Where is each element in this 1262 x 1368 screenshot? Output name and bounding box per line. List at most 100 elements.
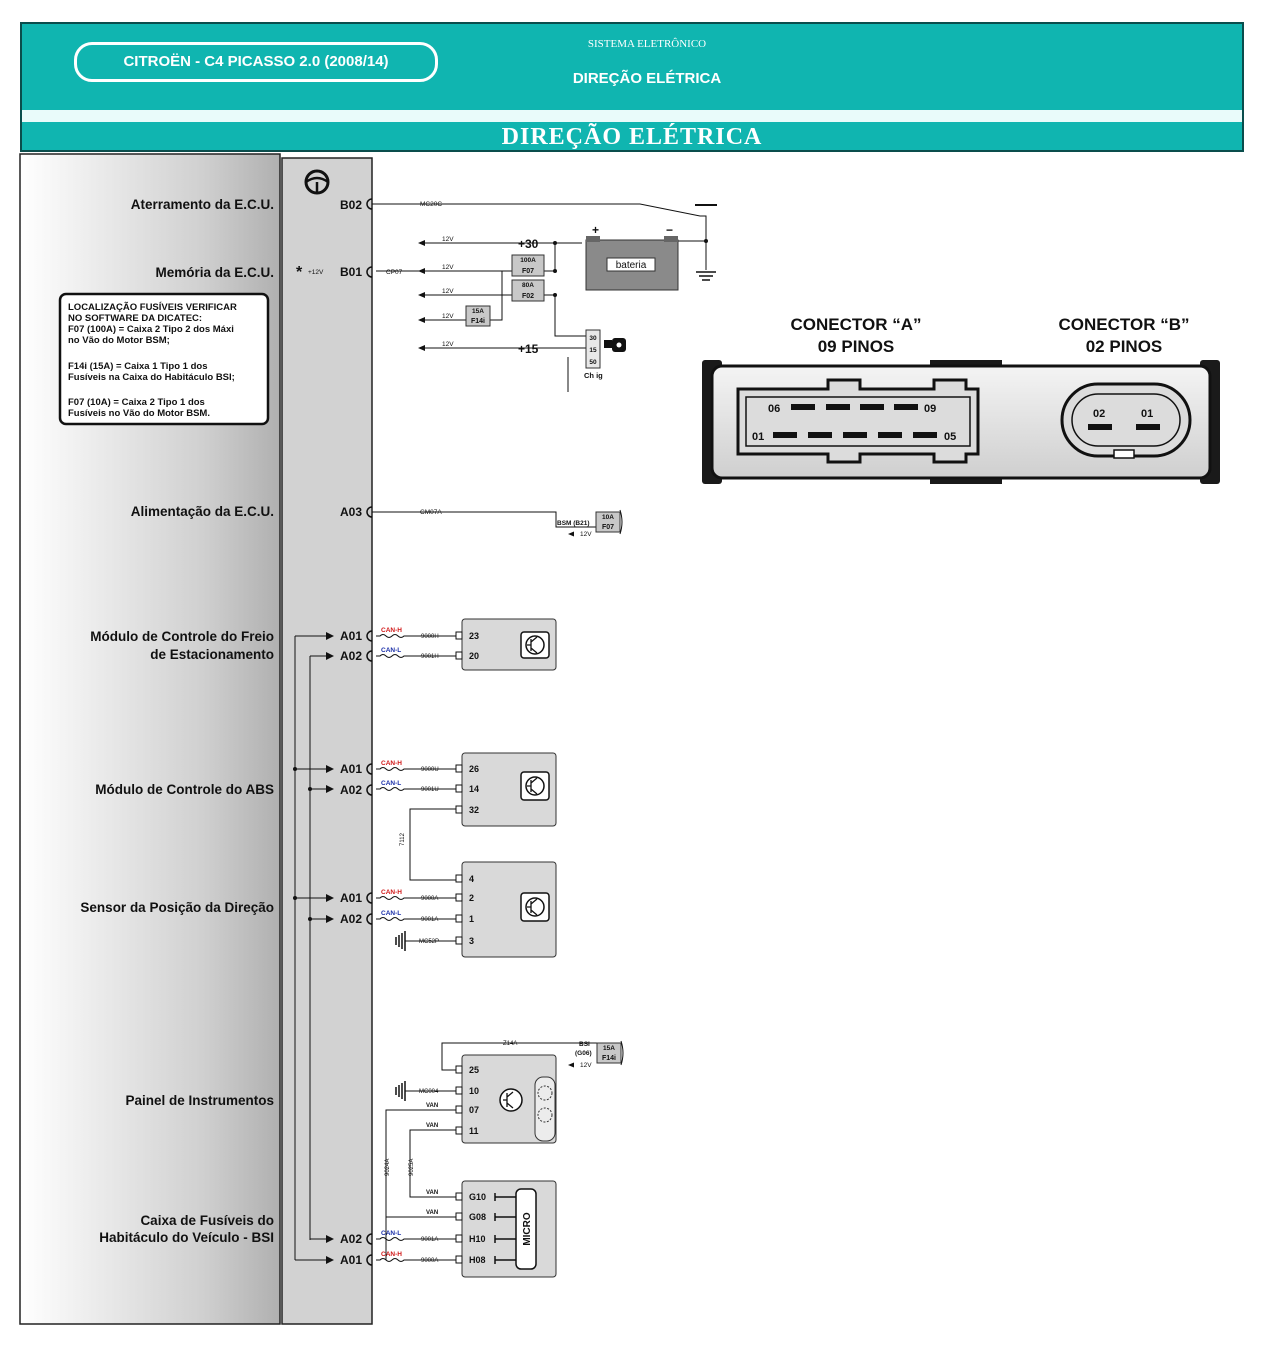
wire-cm07a: CM07A <box>420 509 442 516</box>
supply-12v: 12V <box>442 264 454 271</box>
switch-terminal: 30 <box>589 335 597 342</box>
bsi-label: BSI <box>579 1041 590 1048</box>
module-pin: 1 <box>469 914 474 924</box>
fuse-rating: 100A <box>520 257 536 264</box>
fuse-note-line: Fusíveis no Vão do Motor BSM. <box>68 408 210 419</box>
fuse-note-line: F14i (15A) = Caixa 1 Tipo 1 dos <box>68 361 207 372</box>
connector-a-pin: 05 <box>944 431 956 443</box>
connector-a-pin: 06 <box>768 403 780 415</box>
fuse-id: F07 <box>522 268 534 275</box>
can-l-label: CAN-L <box>381 647 401 654</box>
module-pin: 10 <box>469 1086 479 1096</box>
van-label: VAN <box>426 1103 438 1109</box>
wire-9001a: 9001A <box>421 917 438 923</box>
module-pin: 14 <box>469 784 479 794</box>
bsm-label: BSM (B21) <box>557 520 590 527</box>
fuse-rating: 80A <box>522 282 534 289</box>
pin-a02: A02 <box>340 649 362 663</box>
supply-12v: 12V <box>442 236 454 243</box>
fuse-id: F02 <box>522 293 534 300</box>
fuse-f07: 100A F07 <box>511 254 545 277</box>
star-marker: * <box>296 264 303 281</box>
fuse-note-line: no Vão do Motor BSM; <box>68 335 170 346</box>
label-feed: Alimentação da E.C.U. <box>131 504 274 519</box>
pin-a02: A02 <box>340 912 362 926</box>
battery-label: bateria <box>616 260 647 271</box>
wire-9001a: 9001A <box>421 1237 438 1243</box>
label-panel: Painel de Instrumentos <box>125 1093 274 1108</box>
instrument-panel-module: 25 10 07 11 <box>455 1054 557 1144</box>
label-sensor: Sensor da Posição da Direção <box>80 900 274 915</box>
wire-9024a: 9024A <box>385 1159 391 1176</box>
wire-9001h: 9001H <box>421 654 439 660</box>
label-abs: Módulo de Controle do ABS <box>95 782 274 797</box>
module-pin: 07 <box>469 1105 479 1115</box>
supply-12v: 12V <box>580 1062 592 1069</box>
module-pin: 2 <box>469 893 474 903</box>
wire-cp07: CP07 <box>386 269 403 276</box>
wire-mc52p: MC52P <box>419 939 439 945</box>
fuse-note-line: Fusíveis na Caixa do Habitáculo BSI; <box>68 372 235 383</box>
wire-9000h: 9000H <box>421 634 439 640</box>
can-l-label: CAN-L <box>381 1230 401 1237</box>
connector-b-title: CONECTOR “B” <box>1059 315 1190 334</box>
switch-label: Ch ig <box>584 371 603 380</box>
wire-9000a: 9000A <box>421 1258 438 1264</box>
connector-b-pins: 02 PINOS <box>1086 337 1163 356</box>
pin-b02: B02 <box>340 198 362 212</box>
fuse-f02: 80A F02 <box>511 279 545 302</box>
pin-supply-label: +12V <box>308 269 324 276</box>
wire-9000u: 9000U <box>421 767 439 773</box>
pin-a01: A01 <box>340 762 362 776</box>
steering-position-sensor: 4 2 1 3 <box>455 861 557 958</box>
connector-a-pin: 01 <box>752 431 764 443</box>
steering-wheel-icon <box>304 169 330 195</box>
module-pin: 3 <box>469 936 474 946</box>
vehicle-model-badge: CITROËN - C4 PICASSO 2.0 (2008/14) <box>74 42 438 82</box>
fuse-f14i: 15A F14i <box>465 305 491 327</box>
switch-terminal: 15 <box>589 347 597 354</box>
can-h-label: CAN-H <box>381 1251 402 1258</box>
parking-brake-module: 23 20 <box>455 618 557 671</box>
can-l-label: CAN-L <box>381 780 401 787</box>
transistor-icon <box>520 892 550 922</box>
transistor-icon <box>520 771 550 801</box>
fuse-rating: 10A <box>602 514 614 521</box>
connector-b-pin: 01 <box>1141 408 1153 420</box>
module-pin: 25 <box>469 1065 479 1075</box>
van-label: VAN <box>426 1123 438 1129</box>
transistor-icon <box>499 1088 523 1112</box>
terminal-30: +30 <box>518 237 539 251</box>
fuse-note-line: LOCALIZAÇÃO FUSÍVEIS VERIFICAR <box>68 302 237 313</box>
fuse-rating: 15A <box>472 308 484 315</box>
battery-minus: − <box>666 223 673 237</box>
ground-icon <box>395 1081 456 1101</box>
pin-a01: A01 <box>340 891 362 905</box>
supply-12v: 12V <box>442 288 454 295</box>
pin-b01: B01 <box>340 265 362 279</box>
wire-9000a: 9000A <box>421 896 438 902</box>
wire-mc20c: MC20C <box>420 201 442 208</box>
module-pin: G10 <box>469 1192 486 1202</box>
ground-icon <box>395 931 456 951</box>
fuse-id: F07 <box>602 524 614 531</box>
pin-a01: A01 <box>340 629 362 643</box>
connector-a: 06 09 01 05 <box>736 378 980 464</box>
module-pin: H10 <box>469 1234 486 1244</box>
pin-a02: A02 <box>340 783 362 797</box>
fuse-f14i-bsi: 15A F14i <box>596 1040 624 1066</box>
can-h-label: CAN-H <box>381 760 402 767</box>
wire-9001u: 9001U <box>421 787 439 793</box>
supply-12v: 12V <box>442 313 454 320</box>
can-h-label: CAN-H <box>381 889 402 896</box>
connector-a-pins: 09 PINOS <box>818 337 895 356</box>
module-pin: 4 <box>469 874 474 884</box>
label-bsi-1: Caixa de Fusíveis do <box>140 1213 274 1228</box>
abs-module: 26 14 32 <box>455 752 557 827</box>
module-pin: 26 <box>469 764 479 774</box>
module-pin: G08 <box>469 1212 486 1222</box>
van-label: VAN <box>426 1210 438 1216</box>
wire-7112: 7112 <box>400 832 406 846</box>
switch-terminal: 50 <box>589 359 597 366</box>
wire-z14a: Z14A <box>503 1041 517 1047</box>
